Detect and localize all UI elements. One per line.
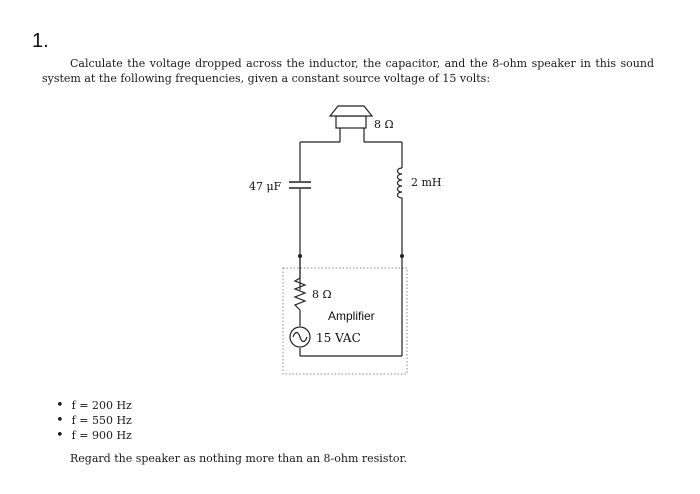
frequency-item: f = 200 Hz: [56, 398, 132, 413]
amplifier-label: Amplifier: [328, 309, 375, 323]
source-voltage-label: 15 VAC: [316, 331, 361, 345]
amplifier-wires: [299, 256, 403, 357]
question-number: 1.: [32, 30, 49, 52]
frequency-list: f = 200 Hz f = 550 Hz f = 900 Hz: [56, 398, 132, 443]
source-resistor-label: 8 Ω: [312, 288, 332, 301]
inductor-symbol: [396, 167, 403, 200]
speaker-note: Regard the speaker as nothing more than …: [70, 452, 408, 465]
inductor-label: 2 mH: [411, 176, 442, 189]
speaker-icon: [328, 105, 374, 142]
question-intro: Calculate the voltage dropped across the…: [42, 57, 654, 85]
source-resistor-symbol: [293, 277, 307, 311]
capacitor-symbol: [288, 181, 312, 189]
ac-source-icon: [289, 326, 311, 348]
speaker-resistance-label: 8 Ω: [374, 118, 394, 131]
frequency-item: f = 550 Hz: [56, 413, 132, 428]
capacitor-label: 47 μF: [249, 180, 282, 193]
amplifier-box: [282, 267, 408, 375]
frequency-item: f = 900 Hz: [56, 428, 132, 443]
